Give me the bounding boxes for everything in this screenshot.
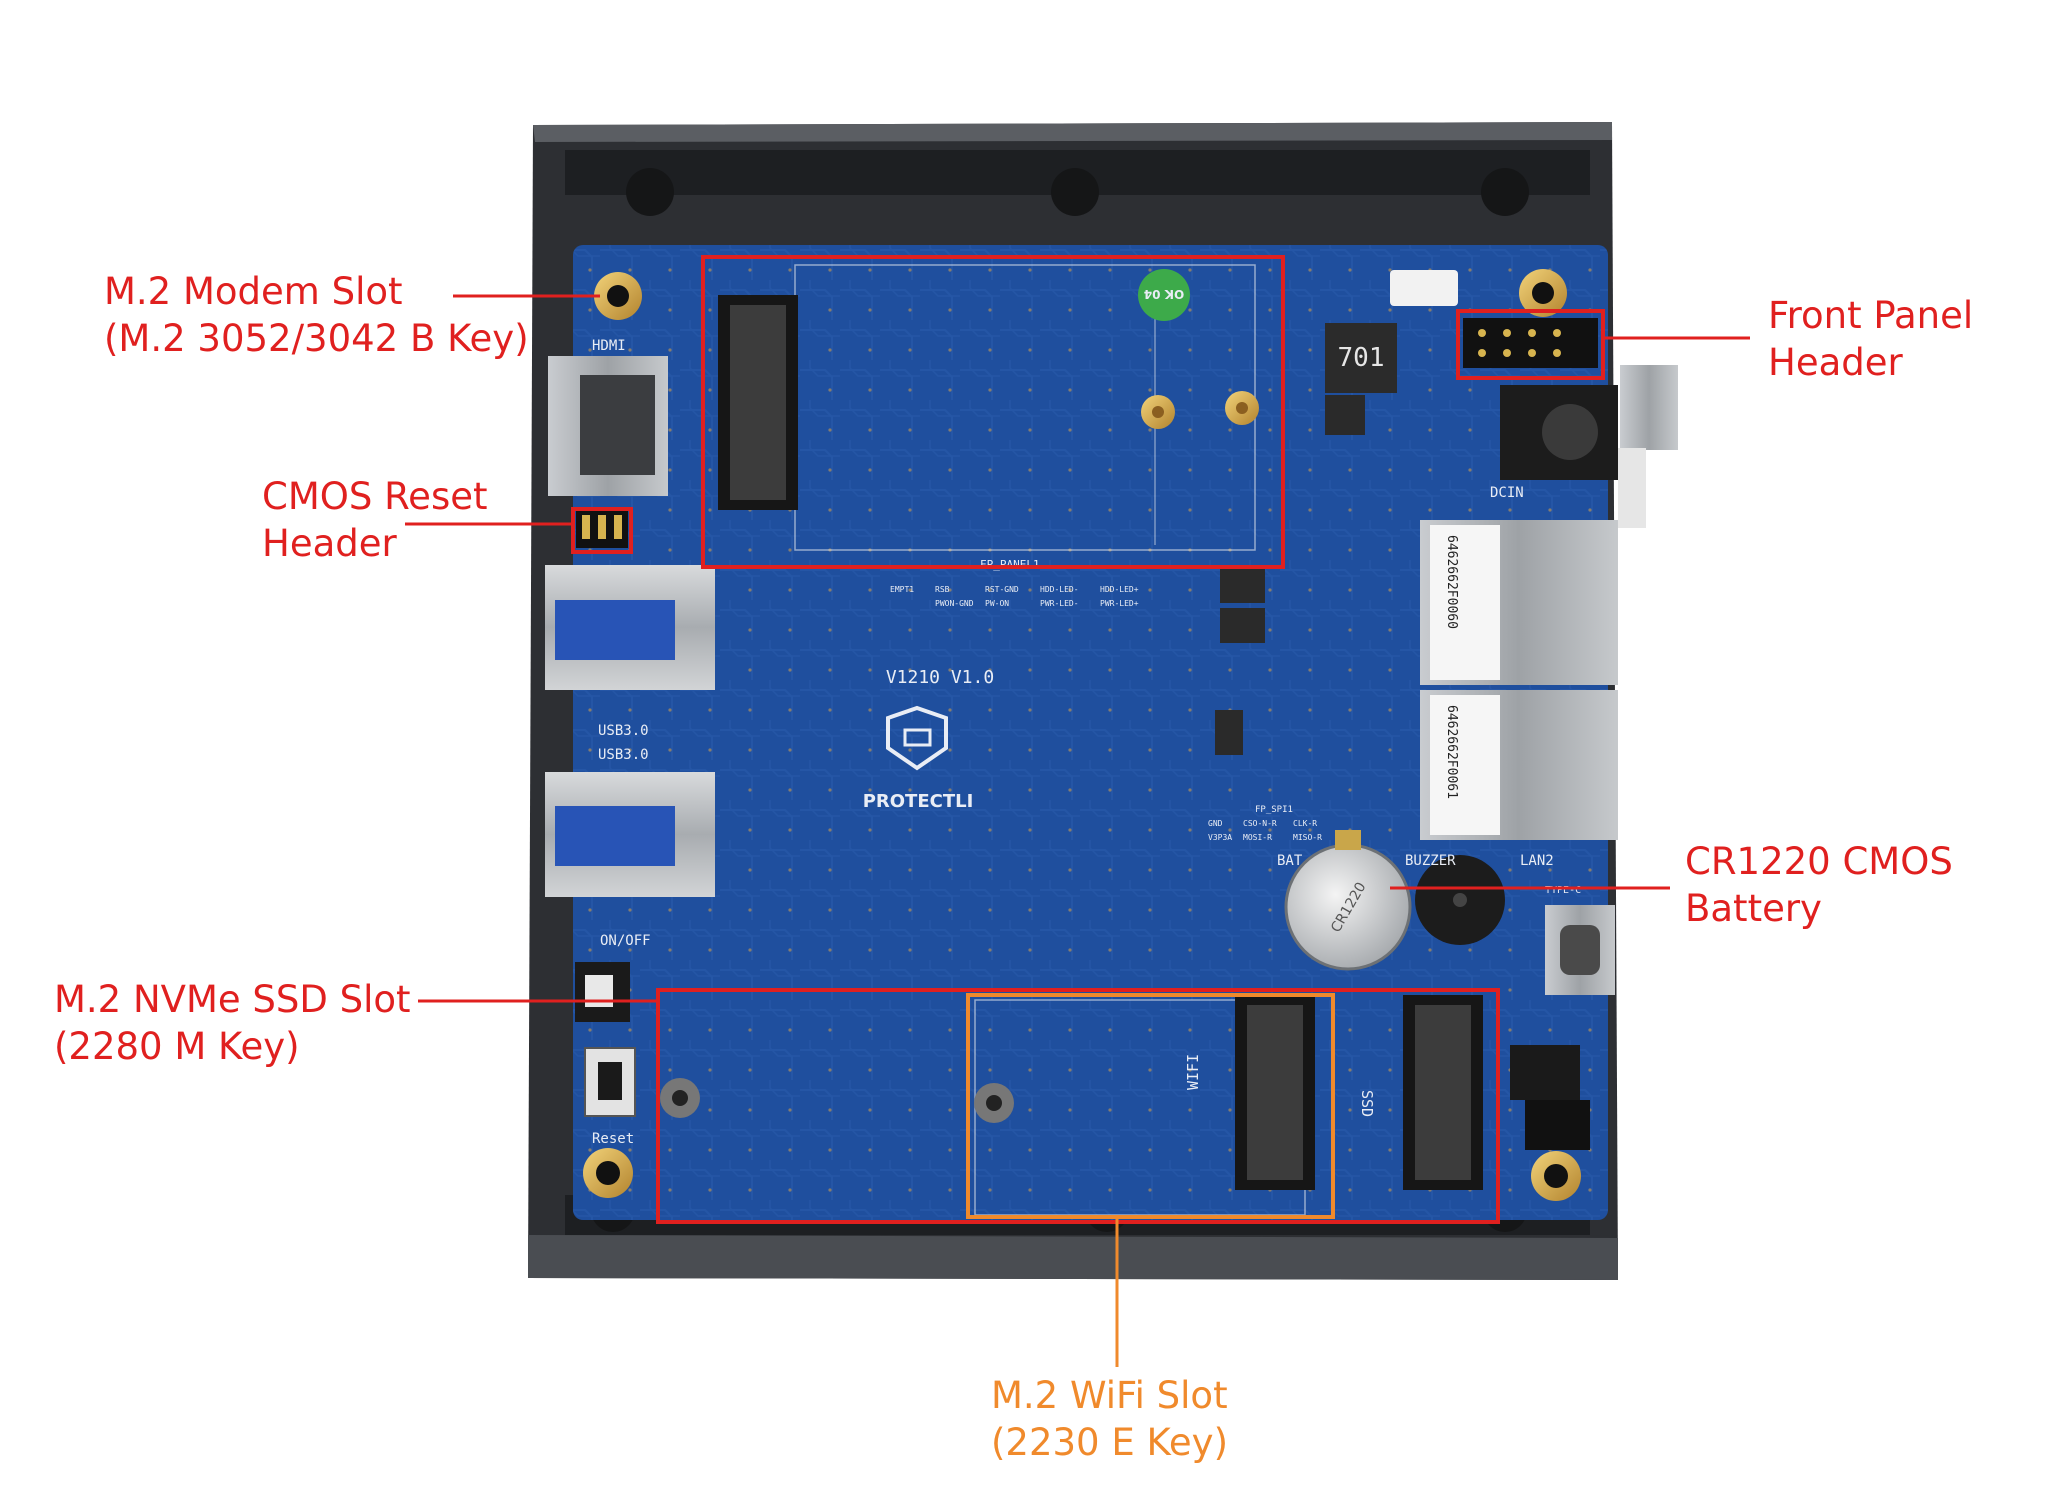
nvme-slot-highlight (656, 988, 1500, 1224)
lan-port-2 (1420, 690, 1618, 840)
dcin-silk: DCIN (1490, 485, 1524, 501)
header-pin-label: PW-ON (985, 599, 1009, 608)
header-pin-label: PWON-GND (935, 599, 974, 608)
battery-callout: CR1220 CMOS Battery (1685, 838, 1953, 932)
nvme-callout-line1: M.2 NVMe SSD Slot (54, 978, 411, 1021)
silkscreen-labels: HDMI USB3.0 USB3.0 ON/OFF Reset DCIN LAN… (592, 338, 1581, 1147)
usb-port-upper (545, 565, 715, 690)
brand-label: PROTECTLI (863, 791, 974, 812)
nvme-slot-callout: M.2 NVMe SSD Slot (2280 M Key) (54, 976, 411, 1070)
fp-spi-silk: FP_SPI1 (1255, 805, 1293, 815)
usb-silk-1: USB3.0 (598, 723, 649, 739)
nvme-callout-line2: (2280 M Key) (54, 1025, 300, 1068)
front-panel-callout: Front Panel Header (1768, 292, 1973, 386)
modem-callout-line1: M.2 Modem Slot (104, 270, 403, 313)
spi-pin-label: CLK-R (1293, 819, 1317, 828)
fp-panel-silk: FP_PANEL1 (980, 558, 1040, 571)
buzzer (1415, 855, 1505, 945)
front-panel-highlight (1456, 309, 1605, 380)
usb-silk-2: USB3.0 (598, 747, 649, 763)
front-panel-legend: EMPT1 RSB RST-GND HDD-LED- HDD-LED+ PWON… (890, 585, 1322, 842)
ssd-m2-connector (1403, 995, 1483, 1190)
modem-m2-connector (718, 295, 798, 510)
lan-serial-1: 6462662F0060 (1444, 535, 1459, 629)
modem-callout-line2: (M.2 3052/3042 B Key) (104, 317, 529, 360)
mounting-holes (583, 269, 1581, 1201)
front-panel-pins (1463, 318, 1598, 368)
smd-components (1215, 395, 1365, 755)
protectli-logo (886, 705, 948, 771)
power-switch (575, 962, 630, 1022)
header-pin-label: RST-GND (985, 585, 1019, 594)
lan2-silk: LAN2 (1520, 853, 1554, 869)
cmos-battery (1284, 830, 1412, 971)
header-pin-label: PWR-LED+ (1100, 599, 1139, 608)
cmos-reset-callout-line1: CMOS Reset (262, 475, 488, 518)
battery-callout-line2: Battery (1685, 887, 1822, 930)
board-model-label: V1210 V1.0 (886, 667, 994, 688)
cmos-reset-callout-line2: Header (262, 522, 397, 565)
header-pin-label: EMPT1 (890, 585, 914, 594)
header-pin-label: PWR-LED- (1040, 599, 1079, 608)
header-pin-label: HDD-LED- (1040, 585, 1079, 594)
spi-pin-label: GND (1208, 819, 1223, 828)
front-panel-callout-line2: Header (1768, 341, 1903, 384)
inductor-chip: 701 (1325, 323, 1397, 393)
wifi-silk: WIFI (1184, 1054, 1202, 1090)
cmos-reset-highlight (571, 507, 633, 554)
header-pin-label: HDD-LED+ (1100, 585, 1139, 594)
wifi-slot-callout: M.2 WiFi Slot (2230 E Key) (991, 1372, 1228, 1466)
pcb-board (573, 245, 1608, 1220)
audio-jack (1510, 1045, 1580, 1100)
reset-silk: Reset (592, 1131, 634, 1147)
cmos-reset-jumper (576, 508, 628, 548)
cmos-reset-callout: CMOS Reset Header (262, 473, 488, 567)
lan-port-1 (1420, 520, 1618, 685)
header-pin-label: RSB (935, 585, 950, 594)
type-c-port (1545, 905, 1615, 995)
ssd-silk: SSD (1358, 1090, 1376, 1117)
wifi-callout-line2: (2230 E Key) (991, 1421, 1229, 1464)
spi-pin-label: MOSI-R (1243, 833, 1272, 842)
lan-barcodes: 6462662F0060 6462662F0061 (1444, 535, 1459, 799)
hdmi-port (548, 356, 668, 496)
spi-pins (1525, 1100, 1590, 1150)
spi-pin-label: MISO-R (1293, 833, 1322, 842)
fan-chip-label: 701 (1338, 343, 1385, 373)
battery-callout-line1: CR1220 CMOS (1685, 840, 1953, 883)
modem-slot-callout: M.2 Modem Slot (M.2 3052/3042 B Key) (104, 268, 529, 362)
ok-sticker (1138, 269, 1190, 321)
usb-port-lower (545, 772, 715, 897)
type-c-silk: TYPE-C (1545, 885, 1581, 896)
ok-sticker-text: OK 04 (1144, 287, 1184, 301)
wifi-m2-connector (1235, 995, 1315, 1190)
reset-button (584, 1047, 636, 1117)
buzzer-silk: BUZZER (1405, 853, 1456, 869)
wifi-callout-line1: M.2 WiFi Slot (991, 1374, 1228, 1417)
fan-connector (1390, 270, 1458, 306)
on-off-silk: ON/OFF (600, 933, 651, 949)
dc-jack (1500, 365, 1678, 528)
wifi-slot-highlight (966, 993, 1335, 1219)
hdmi-silk: HDMI (592, 338, 626, 354)
spi-pin-label: V3P3A (1208, 833, 1232, 842)
lan-serial-2: 6462662F0061 (1444, 705, 1459, 799)
modem-slot-highlight (701, 255, 1285, 569)
bat-silk: BAT (1277, 853, 1303, 869)
spi-pin-label: CSO-N-R (1243, 819, 1277, 828)
front-panel-callout-line1: Front Panel (1768, 294, 1974, 337)
